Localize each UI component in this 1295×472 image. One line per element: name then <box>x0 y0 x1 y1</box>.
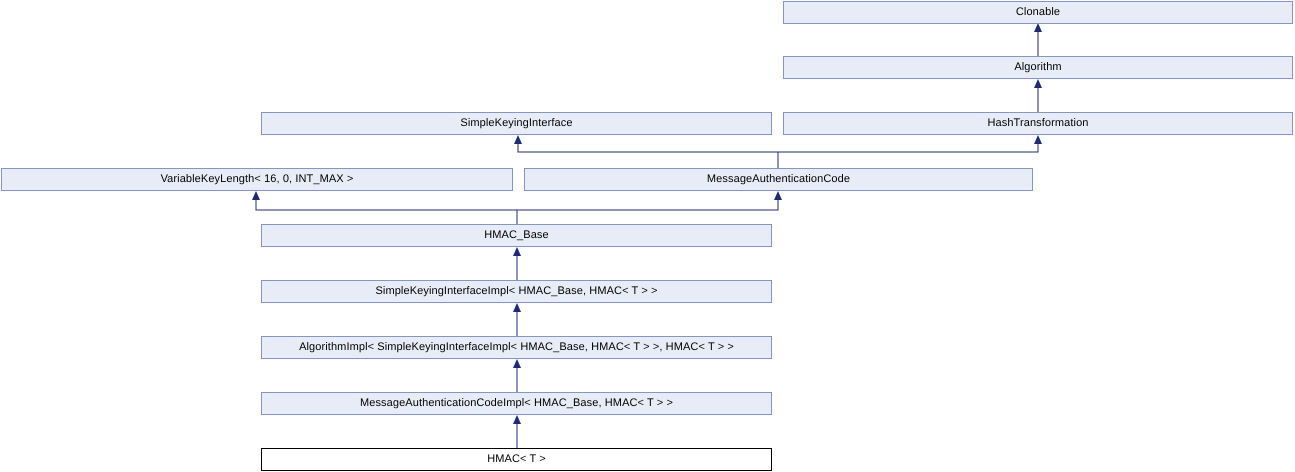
class-node-messageauthenticationcodeimpl[interactable]: MessageAuthenticationCodeImpl< HMAC_Base… <box>261 392 772 415</box>
class-node-algorithmimpl[interactable]: AlgorithmImpl< SimpleKeyingInterfaceImpl… <box>261 336 772 359</box>
class-node-label: VariableKeyLength< 16, 0, INT_MAX > <box>160 173 354 185</box>
class-node-label: MessageAuthenticationCode <box>706 173 851 185</box>
class-node-simplekeyinginterface[interactable]: SimpleKeyingInterface <box>261 112 772 135</box>
edge-mac-to-simplekeyinginterface <box>514 135 779 168</box>
class-node-clonable[interactable]: Clonable <box>783 1 1293 24</box>
class-node-algorithm[interactable]: Algorithm <box>783 56 1293 79</box>
class-node-label: SimpleKeyingInterface <box>460 117 573 129</box>
class-node-hmac-base[interactable]: HMAC_Base <box>261 224 772 247</box>
class-node-hashtransformation[interactable]: HashTransformation <box>783 112 1293 135</box>
edge-macimpl-to-algorithmimpl <box>513 359 521 392</box>
edge-hmacbase-to-mac <box>517 191 782 211</box>
edge-algorithm-to-clonable <box>1034 23 1042 56</box>
class-node-label: HMAC_Base <box>484 229 549 241</box>
class-node-label: HMAC< T > <box>487 453 546 465</box>
edge-skiimpl-to-hmacbase <box>513 247 521 280</box>
class-node-variablekeylength[interactable]: VariableKeyLength< 16, 0, INT_MAX > <box>1 168 513 191</box>
edge-hmacbase-to-variablekeylength <box>252 191 518 224</box>
class-node-label: Algorithm <box>1014 61 1062 73</box>
edge-hashtransformation-to-algorithm <box>1034 79 1042 112</box>
class-node-label: Clonable <box>1015 6 1061 18</box>
class-node-hmac[interactable]: HMAC< T > <box>261 448 772 471</box>
class-node-label: AlgorithmImpl< SimpleKeyingInterfaceImpl… <box>299 341 734 353</box>
class-node-label: HashTransformation <box>987 117 1089 129</box>
class-node-label: SimpleKeyingInterfaceImpl< HMAC_Base, HM… <box>375 285 658 297</box>
class-node-simplekeyinginterfaceimpl[interactable]: SimpleKeyingInterfaceImpl< HMAC_Base, HM… <box>261 280 772 303</box>
class-node-messageauthenticationcode[interactable]: MessageAuthenticationCode <box>524 168 1033 191</box>
edge-hmac-to-macimpl <box>513 415 521 448</box>
class-node-label: MessageAuthenticationCodeImpl< HMAC_Base… <box>359 397 674 409</box>
edge-algorithmimpl-to-skiimpl <box>513 303 521 336</box>
edge-mac-to-hashtransformation <box>778 135 1042 153</box>
